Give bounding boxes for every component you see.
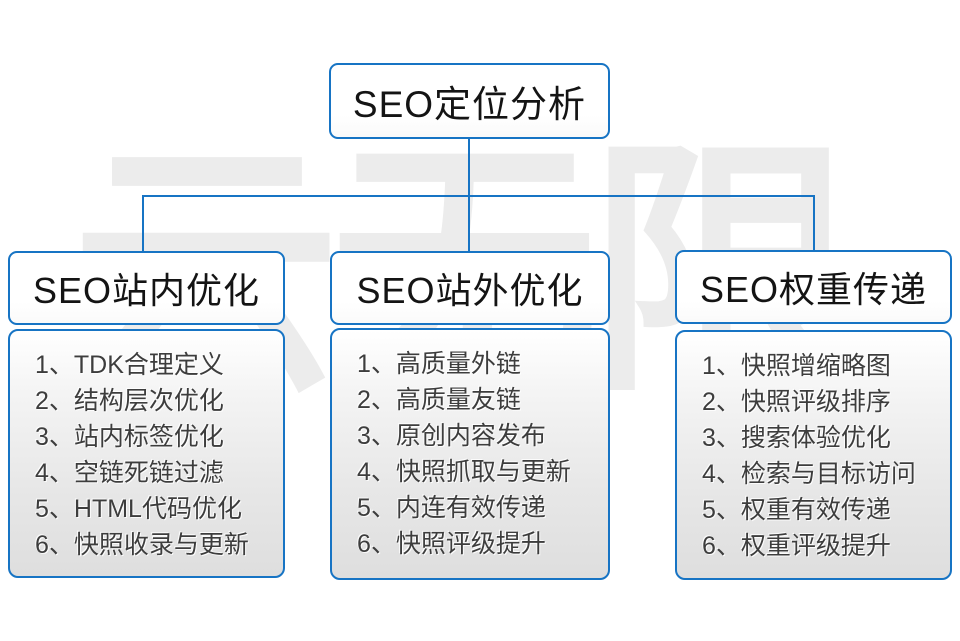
list-item: 1、高质量外链 xyxy=(357,350,521,378)
list-item: 2、快照评级排序 xyxy=(702,388,891,416)
root-node-title: SEO定位分析 xyxy=(352,84,587,125)
list-item: 6、快照收录与更新 xyxy=(35,531,249,559)
list-item: 6、权重评级提升 xyxy=(702,532,891,560)
list-item: 4、检索与目标访问 xyxy=(702,460,916,488)
connector-horizontal-bar xyxy=(142,195,815,197)
root-node-seo-positioning: SEO定位分析 xyxy=(329,63,610,139)
list-item: 5、HTML代码优化 xyxy=(35,495,242,523)
column-header-offsite: SEO站外优化 xyxy=(330,251,610,325)
column-header-weight-label: SEO权重传递 xyxy=(699,269,928,310)
list-item: 4、空链死链过滤 xyxy=(35,459,224,487)
column-header-weight: SEO权重传递 xyxy=(675,250,952,324)
list-item: 3、搜索体验优化 xyxy=(702,424,891,452)
list-panel-weight: 1、快照增缩略图 2、快照评级排序 3、搜索体验优化 4、检索与目标访问 5、权… xyxy=(675,330,952,580)
list-item: 1、快照增缩略图 xyxy=(702,352,891,380)
list-item: 2、结构层次优化 xyxy=(35,387,224,415)
list-item: 1、TDK合理定义 xyxy=(35,351,224,379)
list-item: 4、快照抓取与更新 xyxy=(357,458,571,486)
connector-vertical-right xyxy=(813,195,815,251)
list-panel-onsite: 1、TDK合理定义 2、结构层次优化 3、站内标签优化 4、空链死链过滤 5、H… xyxy=(8,329,285,578)
column-header-offsite-label: SEO站外优化 xyxy=(356,270,584,311)
list-panel-offsite: 1、高质量外链 2、高质量友链 3、原创内容发布 4、快照抓取与更新 5、内连有… xyxy=(330,328,610,580)
list-item: 5、权重有效传递 xyxy=(702,496,891,524)
list-item: 6、快照评级提升 xyxy=(357,530,546,558)
list-item: 5、内连有效传递 xyxy=(357,494,546,522)
list-item: 3、站内标签优化 xyxy=(35,423,224,451)
connector-vertical-left xyxy=(142,195,144,252)
column-header-onsite: SEO站内优化 xyxy=(8,251,285,325)
list-item: 2、高质量友链 xyxy=(357,386,521,414)
list-item: 3、原创内容发布 xyxy=(357,422,546,450)
column-header-onsite-label: SEO站内优化 xyxy=(32,270,261,311)
